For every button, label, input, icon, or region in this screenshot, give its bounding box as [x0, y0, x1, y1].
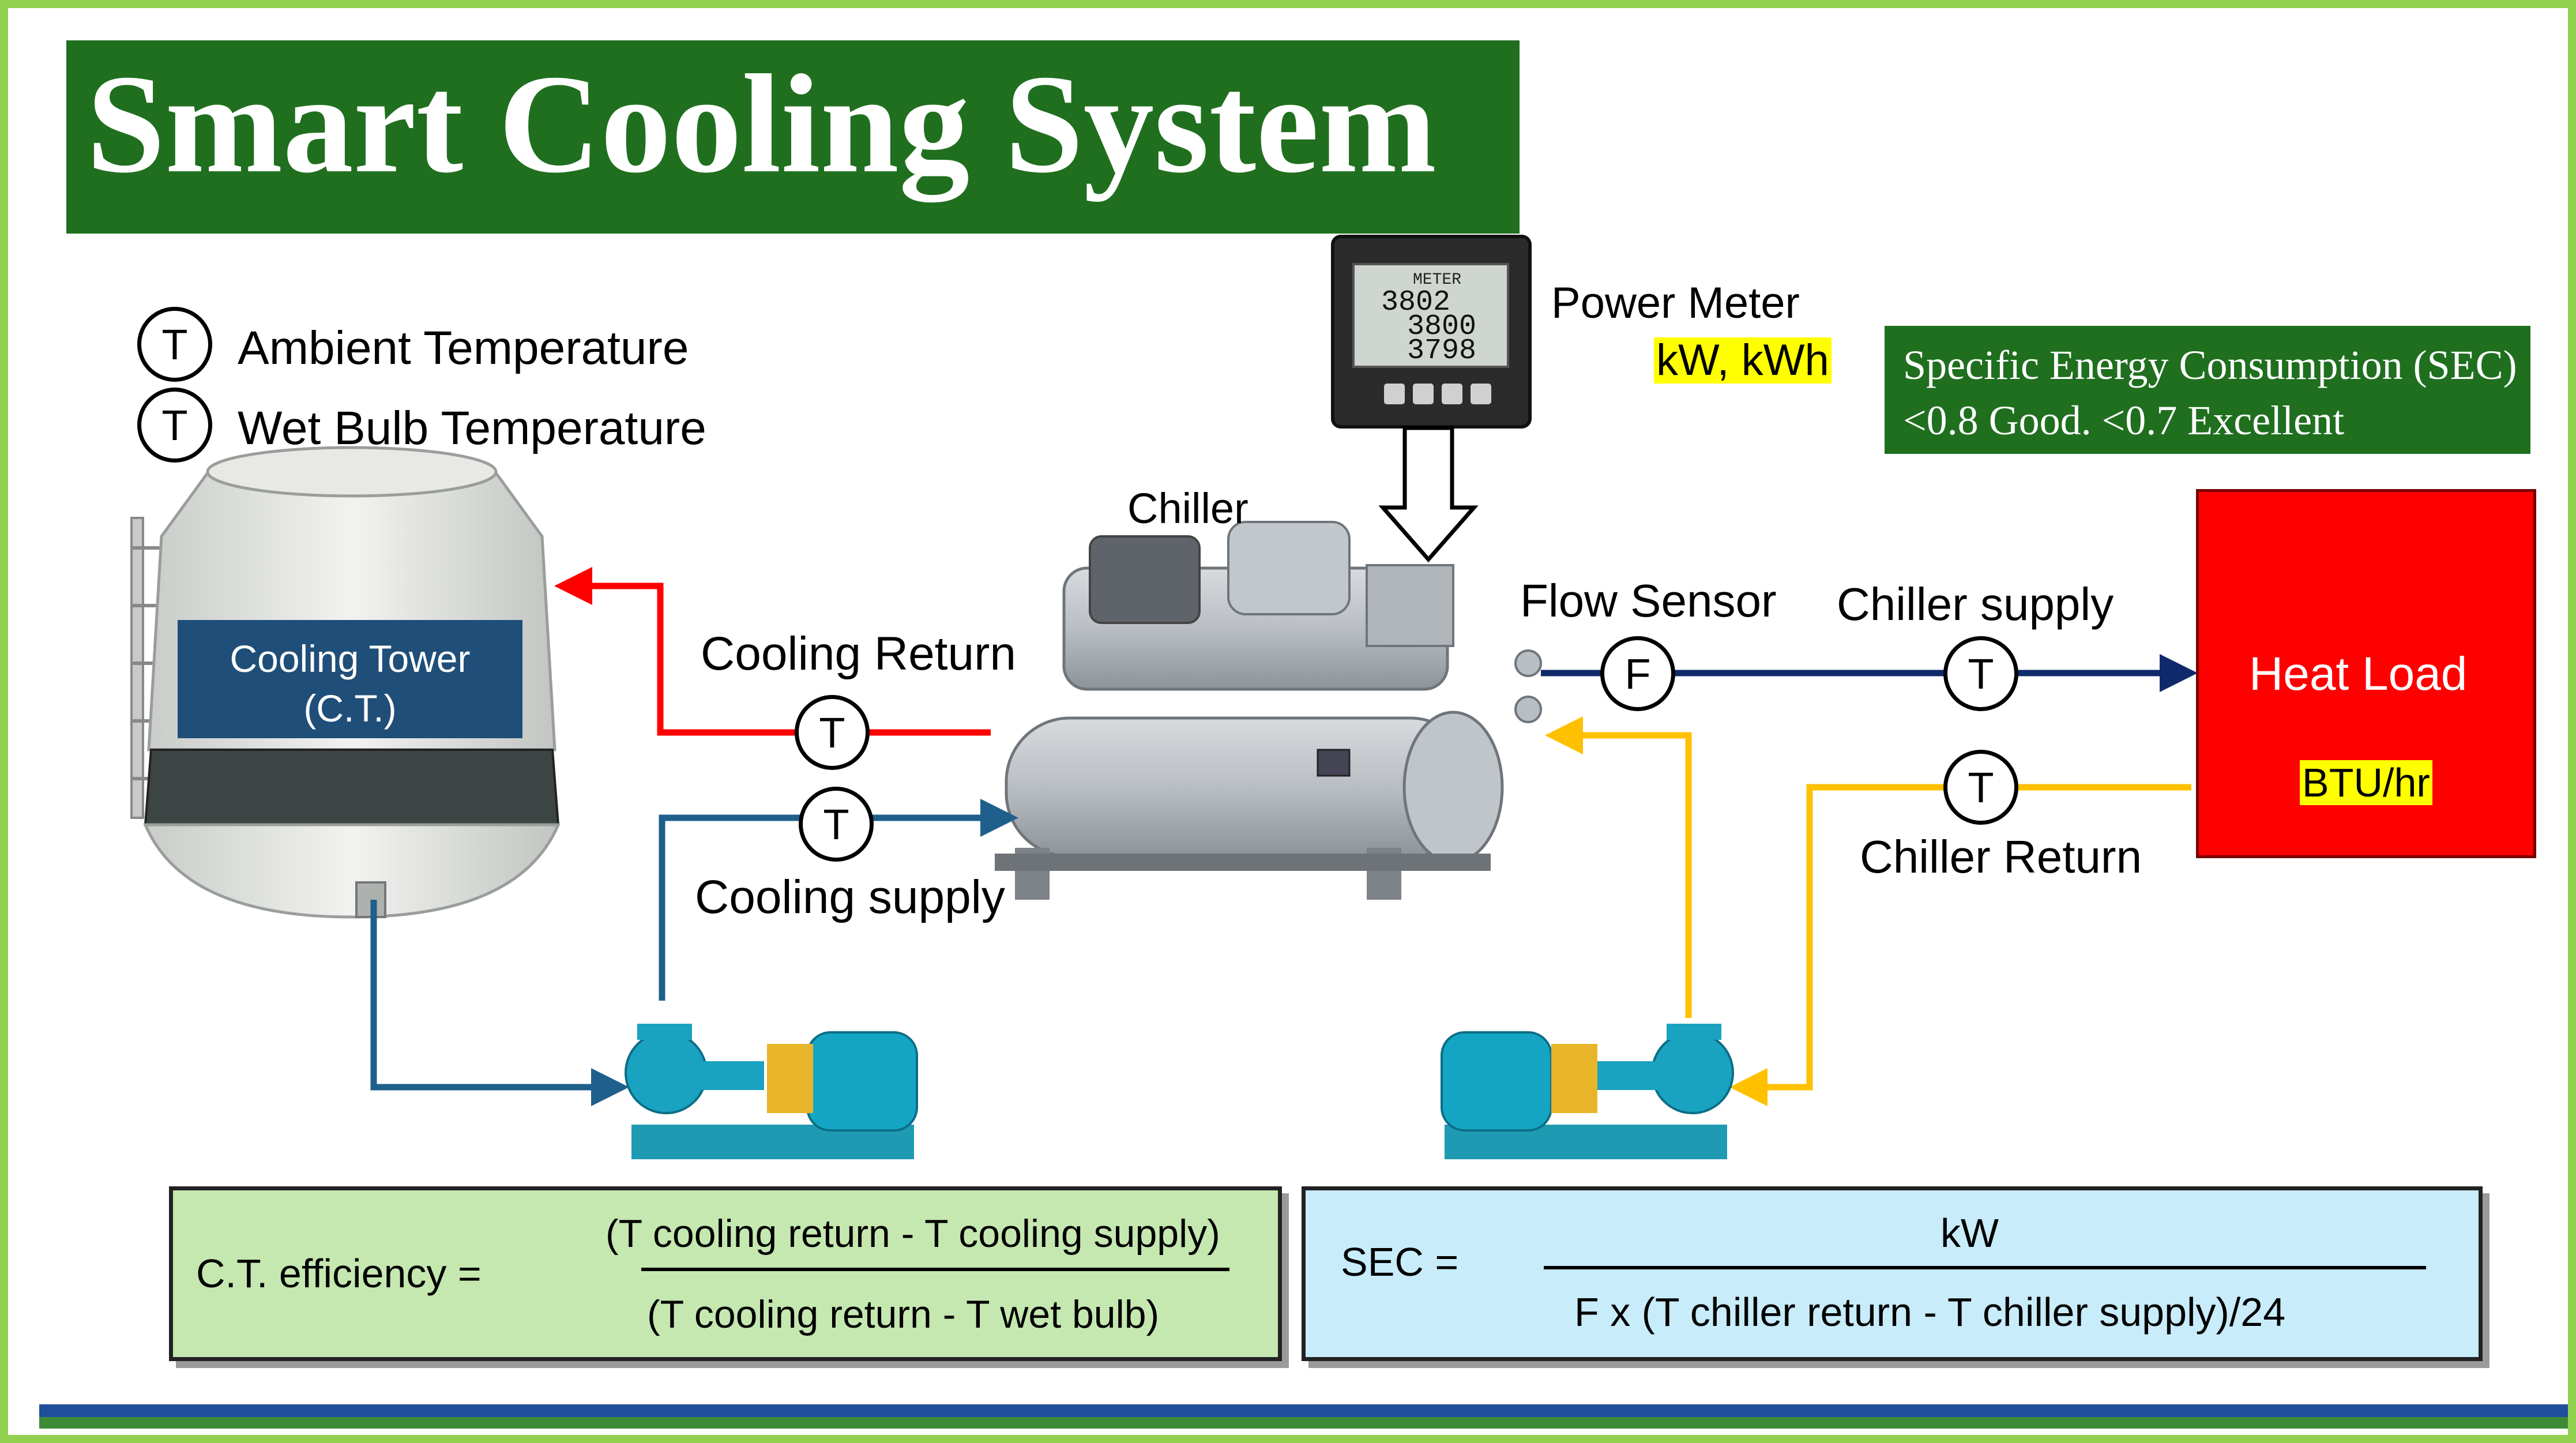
- sec-formula-numerator: kW: [1941, 1211, 1999, 1256]
- cooling-tower-label: Cooling Tower (C.T.): [178, 620, 522, 738]
- cooling-tower-label-line2: (C.T.): [303, 686, 397, 730]
- ct-formula-lhs: C.T. efficiency =: [196, 1251, 482, 1296]
- tower-to-pump-pipe: [370, 900, 629, 1106]
- title-banner: [66, 40, 1520, 234]
- meter-display-value: 3802: [1381, 286, 1450, 319]
- cooling-return-temp-sensor: T: [795, 695, 870, 770]
- footer-bar-blue: [39, 1404, 2568, 1417]
- footer-bar-green: [39, 1417, 2568, 1429]
- cooling-supply-temp-sensor: T: [799, 787, 874, 862]
- pump-to-chiller-pipe: [1545, 716, 1692, 1018]
- ct-efficiency-formula: [169, 1186, 1282, 1361]
- chiller-return-temp-sensor: T: [1943, 750, 2018, 825]
- cooling-supply-label: Cooling supply: [695, 871, 1005, 923]
- meter-display-value: 3798: [1407, 335, 1476, 367]
- meter-display-value: 3800: [1407, 310, 1476, 343]
- sec-fraction-line: [1544, 1266, 2426, 1269]
- ct-fraction-line: [641, 1268, 1229, 1271]
- chilled-water-pump-illustration: [1441, 1024, 1734, 1159]
- sec-formula-denominator: F x (T chiller return - T chiller supply…: [1574, 1290, 2286, 1335]
- ambient-temperature-sensor: T: [137, 307, 212, 382]
- power-arrow: [1378, 426, 1479, 563]
- wet-bulb-temperature-sensor: T: [137, 388, 212, 463]
- wet-bulb-temperature-label: Wet Bulb Temperature: [238, 402, 706, 454]
- chiller-supply-temp-sensor: T: [1943, 636, 2018, 711]
- heat-load-label: Heat Load: [2249, 648, 2468, 700]
- sec-note-line1: Specific Energy Consumption (SEC): [1903, 342, 2517, 388]
- heat-load-units: BTU/hr: [2300, 760, 2432, 805]
- power-meter-label: Power Meter: [1551, 279, 1800, 328]
- flow-sensor-label: Flow Sensor: [1520, 575, 1777, 626]
- cooling-return-label: Cooling Return: [701, 627, 1016, 680]
- cooling-tower-label-line1: Cooling Tower: [230, 637, 471, 680]
- chiller-return-label: Chiller Return: [1860, 831, 2142, 882]
- sec-formula-lhs: SEC =: [1341, 1239, 1459, 1284]
- cooling-supply-pipe: [659, 799, 1018, 1001]
- chiller-supply-label: Chiller supply: [1837, 578, 2114, 630]
- condenser-pump-illustration: [625, 1024, 918, 1159]
- chiller-illustration: [995, 521, 1542, 900]
- power-meter-illustration: METER 3802 3800 3798: [1331, 235, 1532, 429]
- page-title: Smart Cooling System: [87, 46, 1437, 202]
- flow-sensor: F: [1600, 636, 1675, 711]
- meter-display-header: METER: [1413, 271, 1461, 289]
- sec-note-line2: <0.8 Good. <0.7 Excellent: [1903, 397, 2345, 444]
- chiller-label: Chiller: [1127, 484, 1248, 532]
- ambient-temperature-label: Ambient Temperature: [238, 322, 689, 374]
- power-meter-units: kW, kWh: [1654, 337, 1832, 384]
- ct-formula-numerator: (T cooling return - T cooling supply): [606, 1212, 1220, 1256]
- sec-formula: [1302, 1186, 2483, 1361]
- ct-formula-denominator: (T cooling return - T wet bulb): [647, 1292, 1160, 1336]
- sec-note-box: [1885, 326, 2530, 454]
